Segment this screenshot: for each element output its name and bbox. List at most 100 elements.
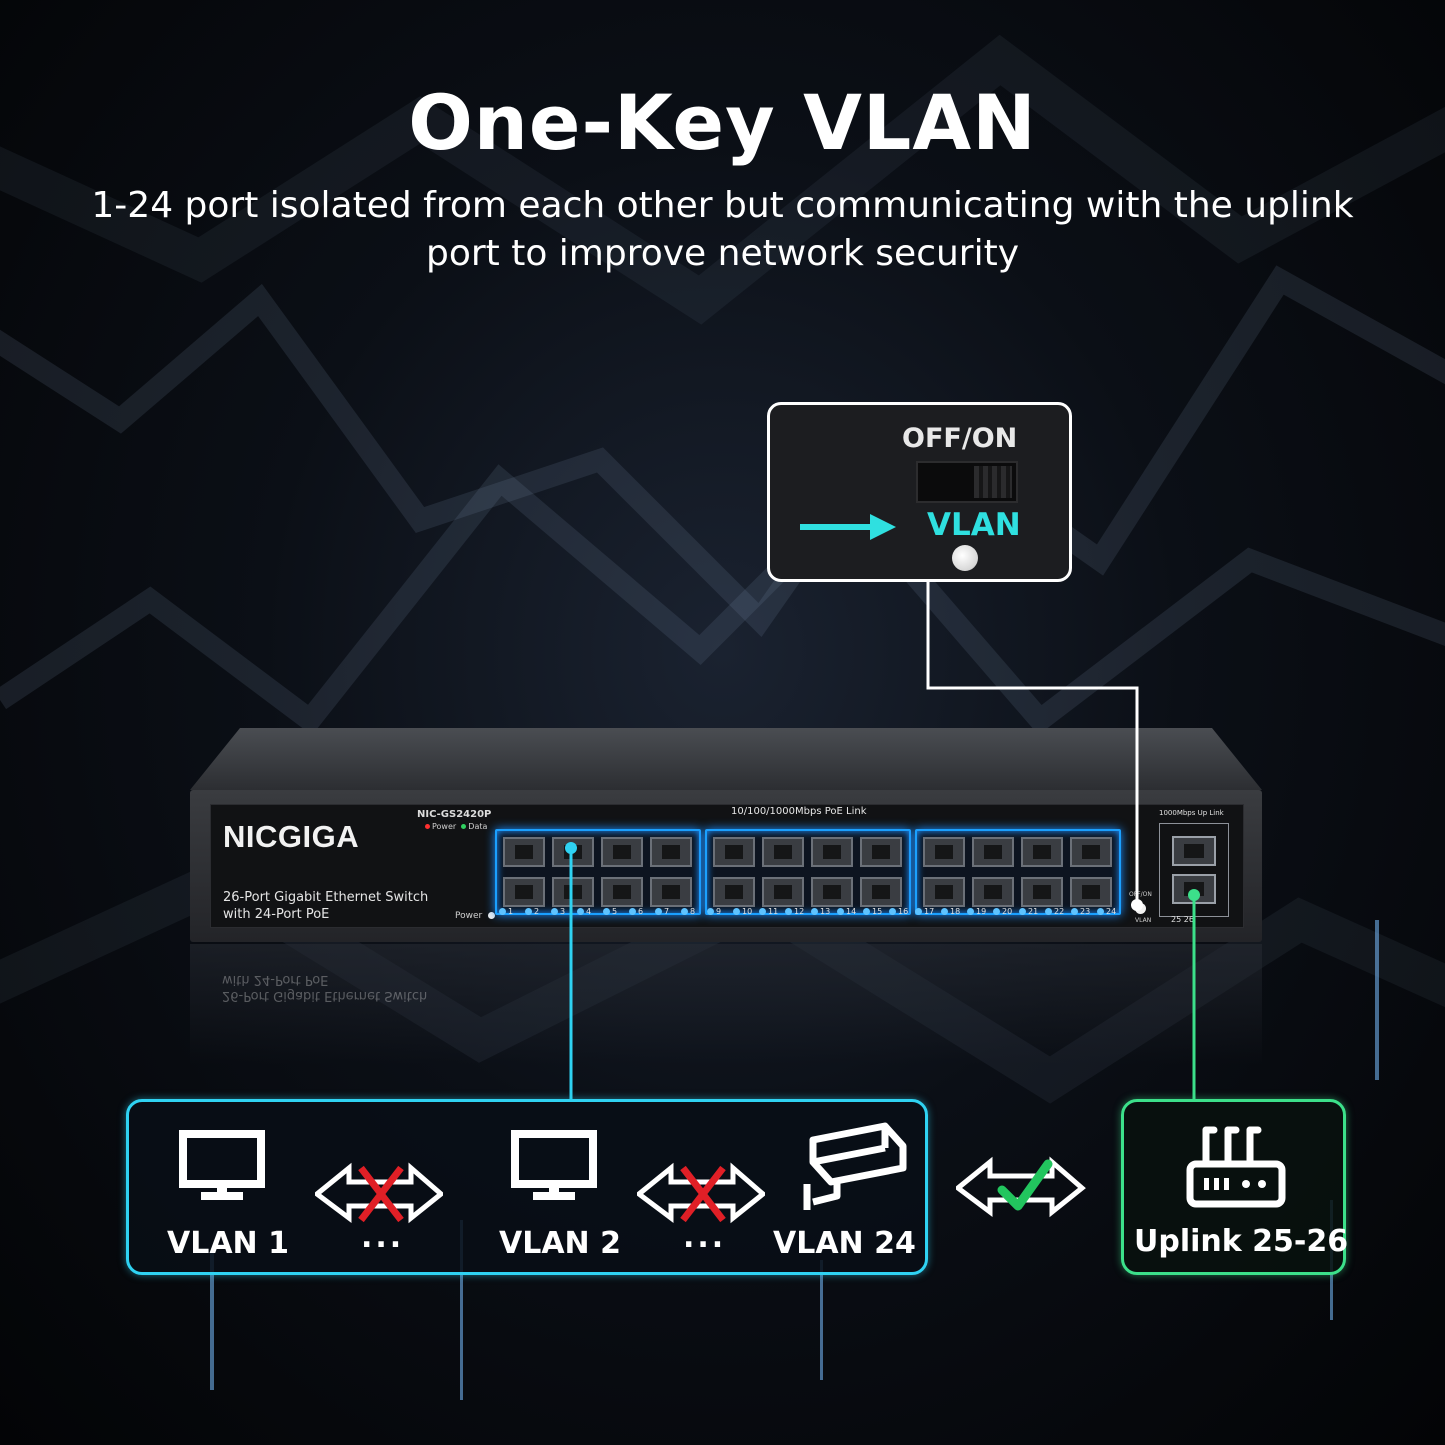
port-led: 15 xyxy=(863,907,882,916)
power-led-label: Power xyxy=(455,911,496,921)
port-led: 20 xyxy=(993,907,1012,916)
router-icon xyxy=(1186,1126,1286,1208)
port-number: 10 xyxy=(742,907,753,916)
uplink-port-bank xyxy=(1159,823,1229,917)
blocked-bidirectional-arrow-icon xyxy=(637,1162,765,1224)
poe-port[interactable] xyxy=(923,877,965,907)
port-number: 6 xyxy=(638,907,644,916)
model-number: NIC-GS2420P xyxy=(417,809,492,820)
poe-port[interactable] xyxy=(713,877,755,907)
poe-caption: 10/100/1000Mbps PoE Link xyxy=(731,806,867,817)
legend-power: Power xyxy=(432,822,457,831)
poe-port[interactable] xyxy=(1021,837,1063,867)
switch-front-panel: NICGIGA NIC-GS2420P Power Data 26-Port G… xyxy=(210,804,1244,928)
poe-port[interactable] xyxy=(1070,837,1112,867)
port-number: 2 xyxy=(534,907,540,916)
poe-port[interactable] xyxy=(503,877,545,907)
mini-vlan-label: VLAN xyxy=(1135,917,1152,924)
port-number: 12 xyxy=(794,907,805,916)
arrow-right-icon xyxy=(800,514,896,540)
vlan-1-label: VLAN 1 xyxy=(167,1226,289,1261)
port-led: 3 xyxy=(551,907,565,916)
network-switch: NICGIGA NIC-GS2420P Power Data 26-Port G… xyxy=(190,790,1262,942)
brand-logo: NICGIGA xyxy=(223,819,360,854)
port-led: 10 xyxy=(733,907,752,916)
port-number: 21 xyxy=(1028,907,1039,916)
poe-port[interactable] xyxy=(713,837,755,867)
device-description: 26-Port Gigabit Ethernet Switch with 24-… xyxy=(223,889,428,923)
port-number: 17 xyxy=(924,907,935,916)
subline-line-1: 1-24 port isolated from each other but c… xyxy=(91,185,1354,226)
poe-port[interactable] xyxy=(650,837,692,867)
port-led: 13 xyxy=(811,907,830,916)
uplink-label: Uplink 25-26 xyxy=(1134,1224,1349,1259)
port-number: 14 xyxy=(846,907,857,916)
port-led: 23 xyxy=(1071,907,1090,916)
poe-port[interactable] xyxy=(1070,877,1112,907)
poe-port[interactable] xyxy=(552,877,594,907)
power-label-text: Power xyxy=(455,911,483,921)
vlan-switch-button[interactable] xyxy=(1135,903,1146,914)
port-led: 24 xyxy=(1097,907,1116,916)
port-led: 21 xyxy=(1019,907,1038,916)
ellipsis-1: ... xyxy=(361,1220,405,1255)
port-number: 7 xyxy=(664,907,670,916)
poe-port[interactable] xyxy=(860,837,902,867)
poe-port[interactable] xyxy=(601,877,643,907)
port-number: 8 xyxy=(690,907,696,916)
port-number: 3 xyxy=(560,907,566,916)
poe-port[interactable] xyxy=(811,837,853,867)
port-led: 14 xyxy=(837,907,856,916)
poe-port[interactable] xyxy=(972,877,1014,907)
port-led: 18 xyxy=(941,907,960,916)
port-number: 15 xyxy=(872,907,883,916)
subline-line-2: port to improve network security xyxy=(425,233,1020,274)
port-led: 4 xyxy=(577,907,591,916)
subline: 1-24 port isolated from each other but c… xyxy=(80,182,1365,278)
port-number: 13 xyxy=(820,907,831,916)
switch-top-panel xyxy=(190,728,1262,790)
port-led: 7 xyxy=(655,907,669,916)
uplink-port-25[interactable] xyxy=(1172,836,1216,866)
port-led: 8 xyxy=(681,907,695,916)
port-led: 6 xyxy=(629,907,643,916)
description-line-1: 26-Port Gigabit Ethernet Switch xyxy=(223,890,429,905)
poe-port[interactable] xyxy=(1021,877,1063,907)
monitor-icon xyxy=(179,1130,265,1200)
port-led: 5 xyxy=(603,907,617,916)
port-number: 22 xyxy=(1054,907,1065,916)
security-camera-icon xyxy=(803,1122,907,1210)
port-led: 19 xyxy=(967,907,986,916)
port-number: 24 xyxy=(1106,907,1117,916)
monitor-icon xyxy=(511,1130,597,1200)
poe-port[interactable] xyxy=(650,877,692,907)
uplink-port-26[interactable] xyxy=(1172,874,1216,904)
poe-port[interactable] xyxy=(972,837,1014,867)
port-bank-3 xyxy=(915,829,1121,915)
port-number: 23 xyxy=(1080,907,1091,916)
port-number: 16 xyxy=(898,907,909,916)
poe-port[interactable] xyxy=(811,877,853,907)
switch-reflection: with 24-Port PoE 26-Port Gigabit Etherne… xyxy=(190,944,1262,1094)
allowed-bidirectional-arrow-icon xyxy=(956,1156,1086,1218)
poe-port[interactable] xyxy=(601,837,643,867)
port-led: 22 xyxy=(1045,907,1064,916)
poe-port[interactable] xyxy=(552,837,594,867)
status-legend: Power Data xyxy=(425,822,487,831)
port-number: 4 xyxy=(586,907,592,916)
vlan-group-box: VLAN 1 ... VLAN 2 ... xyxy=(126,1099,928,1275)
port-led: 11 xyxy=(759,907,778,916)
port-bank-1 xyxy=(495,829,701,915)
poe-port[interactable] xyxy=(923,837,965,867)
port-led: 2 xyxy=(525,907,539,916)
poe-port[interactable] xyxy=(762,877,804,907)
poe-port[interactable] xyxy=(762,837,804,867)
off-on-label: OFF/ON xyxy=(902,423,1018,454)
port-bank-2 xyxy=(705,829,911,915)
poe-port[interactable] xyxy=(860,877,902,907)
port-led: 16 xyxy=(889,907,908,916)
poe-port[interactable] xyxy=(503,837,545,867)
vlan-2-label: VLAN 2 xyxy=(499,1226,621,1261)
